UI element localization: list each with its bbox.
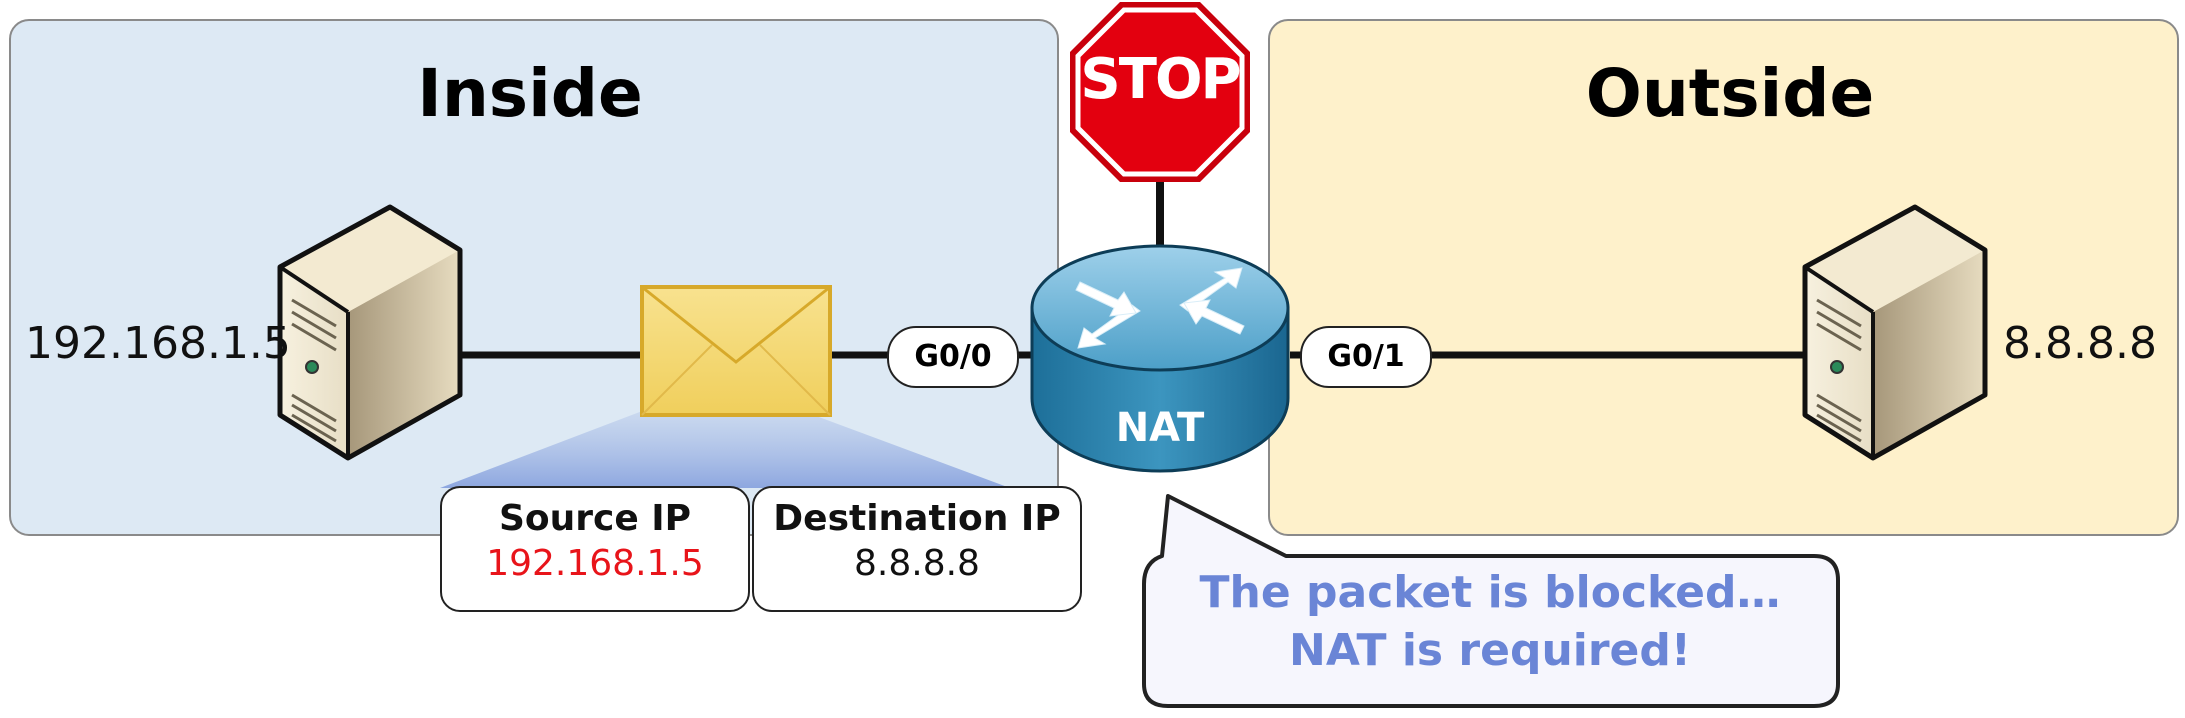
- outside-zone-title: Outside: [1585, 55, 1875, 132]
- destination-ip-header: Destination IP 8.8.8.8: [752, 486, 1082, 612]
- inside-host-ip: 192.168.1.5: [25, 318, 291, 369]
- source-ip-header: Source IP 192.168.1.5: [440, 486, 750, 612]
- stop-sign-icon: [1070, 2, 1250, 182]
- outside-server-icon: [1802, 204, 1988, 461]
- packet-envelope-icon: [640, 285, 832, 417]
- source-ip-title: Source IP: [498, 498, 692, 539]
- router-label: NAT: [1115, 405, 1205, 451]
- callout-line-2: NAT is required!: [1289, 625, 1691, 676]
- router-interface-g0-1: G0/1: [1300, 326, 1432, 388]
- inside-zone-title: Inside: [417, 55, 643, 132]
- inside-server-icon: [277, 204, 463, 461]
- router-interface-g0-0: G0/0: [887, 326, 1019, 388]
- callout-bubble: [1142, 494, 1840, 708]
- callout-text: The packet is blocked… NAT is required!: [1145, 564, 1835, 680]
- packet-beam: [440, 410, 1010, 488]
- destination-ip-value: 8.8.8.8: [854, 543, 980, 584]
- source-ip-value: 192.168.1.5: [486, 543, 704, 584]
- outside-host-ip: 8.8.8.8: [2003, 318, 2157, 369]
- destination-ip-title: Destination IP: [773, 498, 1061, 539]
- stop-sign-text: STOP: [1080, 47, 1241, 112]
- outside-zone: [1268, 19, 2179, 536]
- nat-router-icon: [1030, 244, 1290, 473]
- callout-line-1: The packet is blocked…: [1199, 567, 1781, 618]
